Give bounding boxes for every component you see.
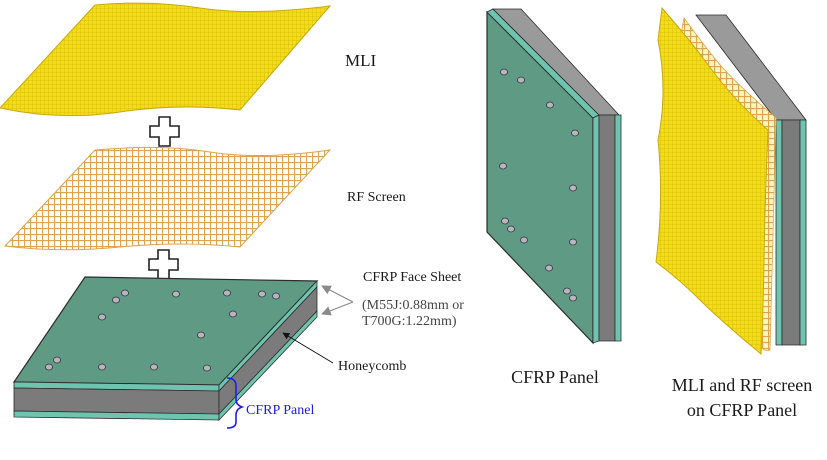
face-sheet-label: CFRP Face Sheet (363, 270, 462, 285)
plus-icon (149, 116, 180, 147)
honeycomb-arrow (282, 332, 334, 364)
cfrp-panel-vertical (486, 8, 622, 345)
cfrp-panel-bracket (226, 377, 245, 429)
cfrp-panel-bracket-label: CFRP Panel (246, 403, 315, 418)
mli-layer (655, 6, 769, 356)
cfrp-panel-caption: CFRP Panel (511, 367, 599, 387)
cfrp-panel-with-mli (655, 6, 807, 356)
face-sheet-spec-line-2: T700G:1.22mm) (362, 314, 457, 329)
plus-icon (148, 249, 179, 280)
face-sheet-arrow-lower (321, 301, 354, 316)
face-sheet-arrow-upper (321, 285, 354, 303)
cfrp-panel-isometric (12, 276, 319, 422)
mli-label: MLI (345, 51, 377, 70)
honeycomb-label: Honeycomb (338, 359, 407, 374)
rf-screen-label: RF Screen (347, 190, 406, 205)
mli-rf-caption-line-1: MLI and RF screen (671, 375, 813, 395)
rf-screen-sheet (3, 146, 332, 251)
mli-rf-caption-line-2: on CFRP Panel (686, 400, 798, 420)
face-sheet-spec-line-1: (M55J:0.88mm or (362, 298, 464, 313)
mli-sheet (0, 2, 332, 117)
